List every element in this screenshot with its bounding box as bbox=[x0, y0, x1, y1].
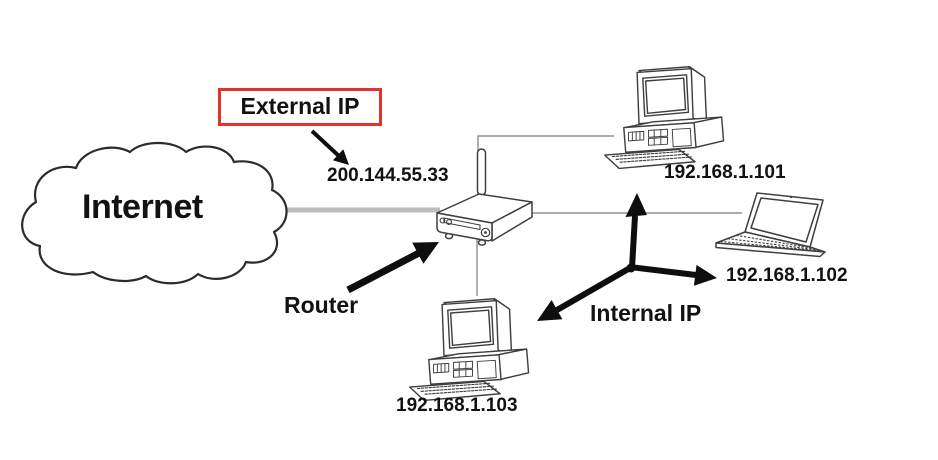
internal-ip-arrow-up bbox=[625, 193, 647, 269]
router-icon bbox=[436, 148, 533, 246]
router-arrow bbox=[346, 242, 439, 294]
internal-ip-label: Internal IP bbox=[590, 300, 702, 326]
external-ip-label: External IP bbox=[240, 93, 360, 120]
lan-link-pc101 bbox=[477, 135, 614, 194]
device-ip-102: 192.168.1.102 bbox=[726, 265, 848, 286]
external-ip-address: 200.144.55.33 bbox=[327, 165, 449, 186]
device-ip-101: 192.168.1.101 bbox=[664, 162, 786, 183]
external-ip-arrow bbox=[310, 129, 349, 165]
device-ip-103: 192.168.1.103 bbox=[396, 395, 518, 416]
internal-ip-arrow-right bbox=[629, 264, 717, 286]
external-ip-callout: External IP bbox=[218, 88, 382, 126]
internet-label: Internet bbox=[82, 188, 203, 226]
internet-cloud-icon bbox=[21, 142, 288, 285]
laptop-icon bbox=[715, 192, 826, 258]
desktop-computer-icon-103 bbox=[409, 298, 530, 402]
router-label: Router bbox=[284, 292, 359, 318]
router-antenna bbox=[476, 148, 487, 196]
internal-ip-arrows bbox=[537, 193, 717, 321]
internal-ip-arrow-down-left bbox=[537, 265, 632, 321]
desktop-computer-icon-101 bbox=[604, 66, 725, 170]
